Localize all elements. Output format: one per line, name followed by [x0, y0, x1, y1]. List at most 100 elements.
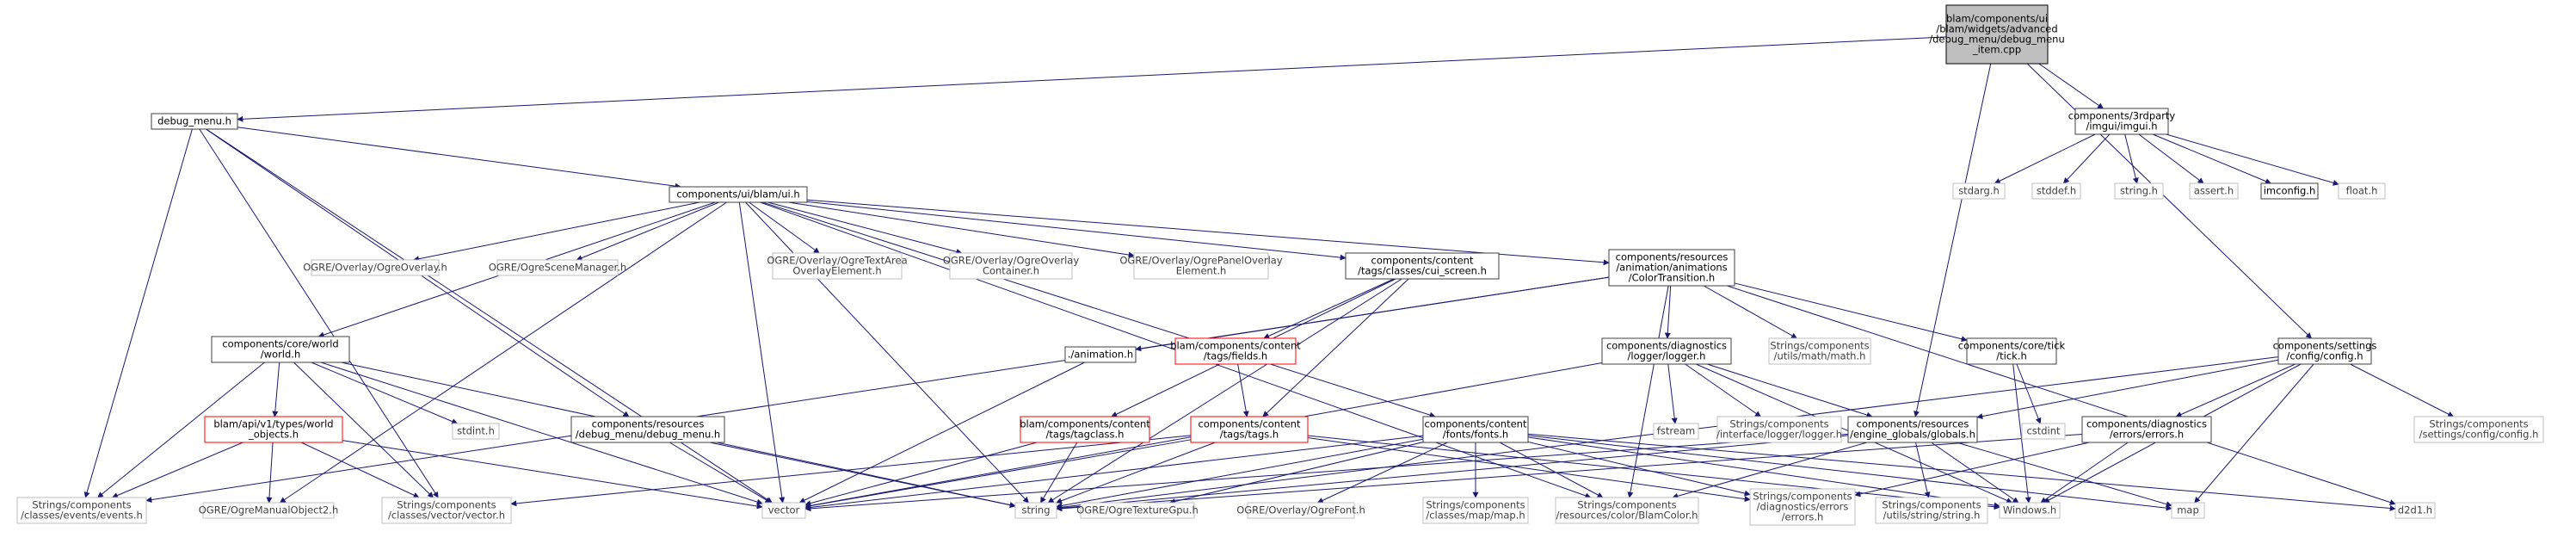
- node-box: [1999, 502, 2061, 519]
- node-globals[interactable]: components/resources/engine_globals/glob…: [1847, 416, 1978, 443]
- node-label-line: _item.cpp: [1972, 44, 2021, 56]
- node-world_objects[interactable]: blam/api/v1/types/world_objects.h: [204, 416, 343, 443]
- node-cui_screen[interactable]: components/content/tags/classes/cui_scre…: [1345, 252, 1500, 280]
- edge-tags-to-errors_str: [1307, 437, 1751, 503]
- node-config[interactable]: components/settings/config/config.h: [2273, 337, 2377, 365]
- edge-imgui-to-float: [2166, 133, 2339, 186]
- node-root[interactable]: blam/components/ui/blam/widgets/advanced…: [1929, 4, 2065, 65]
- node-ogrescene[interactable]: OGRE/OgreSceneManager.h: [489, 259, 626, 276]
- node-label-line: Strings/components: [1729, 418, 1828, 430]
- node-box: [1020, 416, 1150, 443]
- node-label-line: components/content: [1425, 418, 1527, 430]
- node-stddef[interactable]: stddef.h: [2031, 182, 2081, 200]
- node-fstream[interactable]: fstream: [1653, 423, 1699, 440]
- node-vector_h[interactable]: Strings/components/classes/vector/vector…: [381, 497, 512, 524]
- node-debug_menu[interactable]: debug_menu.h: [151, 113, 238, 130]
- node-label-line: components/content: [1199, 418, 1301, 430]
- node-label-line: components/settings: [2273, 340, 2377, 352]
- edge-globals-to-map: [1956, 442, 2172, 508]
- edge-globals-to-string: [1056, 435, 1849, 511]
- node-world[interactable]: components/core/world/world.h: [211, 336, 350, 363]
- node-windows[interactable]: Windows.h: [1999, 502, 2061, 519]
- node-map_h[interactable]: Strings/components/classes/map/map.h: [1422, 497, 1529, 524]
- node-tick[interactable]: components/core/tick/tick.h: [1958, 337, 2066, 365]
- node-float[interactable]: float.h: [2338, 182, 2386, 200]
- node-label-line: /classes/map/map.h: [1426, 510, 1525, 522]
- node-logger[interactable]: components/diagnostics/logger/logger.h: [1601, 337, 1732, 365]
- node-blamcolor[interactable]: Strings/components/resources/color/BlamC…: [1555, 497, 1699, 524]
- node-box: [2394, 502, 2436, 519]
- node-fonts[interactable]: components/content/fonts/fonts.h: [1422, 416, 1529, 443]
- node-box: [311, 259, 440, 276]
- edge-colortrans-to-tick: [1734, 282, 1968, 343]
- node-config_str[interactable]: Strings/components/settings/config/confi…: [2413, 416, 2544, 443]
- node-ogremanual[interactable]: OGRE/OgreManualObject2.h: [199, 502, 339, 519]
- edge-logger-to-logger_str: [1685, 363, 1761, 417]
- node-box: [1064, 346, 1137, 363]
- node-mathh[interactable]: Strings/components/utils/math/math.h: [1768, 337, 1871, 365]
- node-map[interactable]: map: [2171, 502, 2205, 519]
- node-vector[interactable]: vector: [761, 502, 806, 519]
- edge-colortrans-to-events: [145, 276, 1610, 504]
- node-label-line: /tags/fields.h: [1204, 350, 1267, 362]
- node-label-line: /imgui/imgui.h: [2086, 121, 2157, 133]
- node-label-line: OGRE/Overlay/OgrePanelOverlay: [1119, 255, 1283, 267]
- node-logger_str[interactable]: Strings/components/interface/logger/logg…: [1716, 416, 1842, 443]
- node-colortrans[interactable]: components/resources/animation/animation…: [1608, 249, 1735, 287]
- node-ui[interactable]: components/ui/blam/ui.h: [669, 186, 808, 203]
- node-string_str[interactable]: Strings/components/utils/string/string.h: [1875, 497, 1988, 524]
- node-events[interactable]: Strings/components/classes/events/events…: [16, 497, 147, 524]
- edge-ui-to-ogreoverlay: [412, 201, 700, 263]
- node-label-line: /logger/logger.h: [1628, 350, 1706, 362]
- node-label-line: /ColorTransition.h: [1629, 272, 1715, 284]
- node-label-line: Strings/components: [2429, 418, 2528, 430]
- edge-ui-to-vector: [738, 201, 786, 504]
- node-label-line: Strings/components: [1882, 499, 1981, 511]
- node-box: [1133, 252, 1269, 280]
- node-tags[interactable]: components/content/tags/tags.h: [1190, 416, 1309, 443]
- node-animation[interactable]: ./animation.h: [1064, 346, 1137, 363]
- node-fields[interactable]: blam/components/content/tags/fields.h: [1170, 337, 1301, 365]
- node-box: [1875, 497, 1988, 524]
- node-assert[interactable]: assert.h: [2189, 182, 2239, 200]
- node-ogreoverlay[interactable]: OGRE/Overlay/OgreOverlay.h: [303, 259, 447, 276]
- edge-cui_screen-to-string: [1047, 278, 1402, 504]
- node-label-line: /errors.h: [1782, 511, 1824, 523]
- node-box: [211, 336, 350, 363]
- node-tagclass[interactable]: blam/components/content/tags/tagclass.h: [1020, 416, 1150, 443]
- node-box: [2277, 337, 2372, 365]
- edge-tagclass-to-vector: [804, 442, 1038, 507]
- node-cstdint[interactable]: cstdint: [2021, 423, 2066, 440]
- node-box: [2074, 108, 2169, 135]
- edge-ui-to-fonts: [762, 201, 1436, 418]
- node-label-line: /utils/string/string.h: [1883, 510, 1981, 522]
- edge-globals-to-vector: [804, 433, 1849, 512]
- node-box: [949, 252, 1073, 280]
- node-imconfig[interactable]: imconfig.h: [2260, 182, 2319, 200]
- node-errors[interactable]: components/diagnostics/errors/errors.h: [2081, 416, 2212, 443]
- edge-tick-to-windows: [2012, 363, 2031, 504]
- node-box: [1247, 502, 1355, 519]
- node-string_h[interactable]: string.h: [2114, 182, 2164, 200]
- node-ogrefont[interactable]: OGRE/Overlay/OgreFont.h: [1236, 502, 1365, 519]
- node-stdint[interactable]: stdint.h: [452, 423, 500, 440]
- edge-world_objects-to-vector: [342, 440, 763, 510]
- node-label-line: components/diagnostics: [2086, 418, 2207, 430]
- node-res_debug_menu[interactable]: components/resources/debug_menu/debug_me…: [570, 416, 725, 443]
- node-stdarg[interactable]: stdarg.h: [1952, 182, 2006, 200]
- node-ogretextarea[interactable]: OGRE/Overlay/OgreTextAreaOverlayElement.…: [767, 252, 908, 280]
- node-box: [1749, 488, 1856, 526]
- node-label-line: OGRE/OgreManualObject2.h: [199, 504, 339, 516]
- node-errors_str[interactable]: Strings/components/diagnostics/errors/er…: [1749, 488, 1856, 526]
- node-d2d1[interactable]: d2d1.h: [2394, 502, 2436, 519]
- edge-animation-to-vector: [798, 362, 1085, 504]
- edge-globals-to-windows: [1931, 442, 2019, 504]
- edge-imgui-to-string_h: [2124, 133, 2139, 184]
- node-imgui[interactable]: components/3rdparty/imgui/imgui.h: [2068, 108, 2176, 135]
- node-ogretexture[interactable]: OGRE/OgreTextureGpu.h: [1076, 502, 1199, 519]
- node-label-line: blam/components/ui: [1946, 13, 2048, 25]
- node-string[interactable]: string: [1014, 502, 1057, 519]
